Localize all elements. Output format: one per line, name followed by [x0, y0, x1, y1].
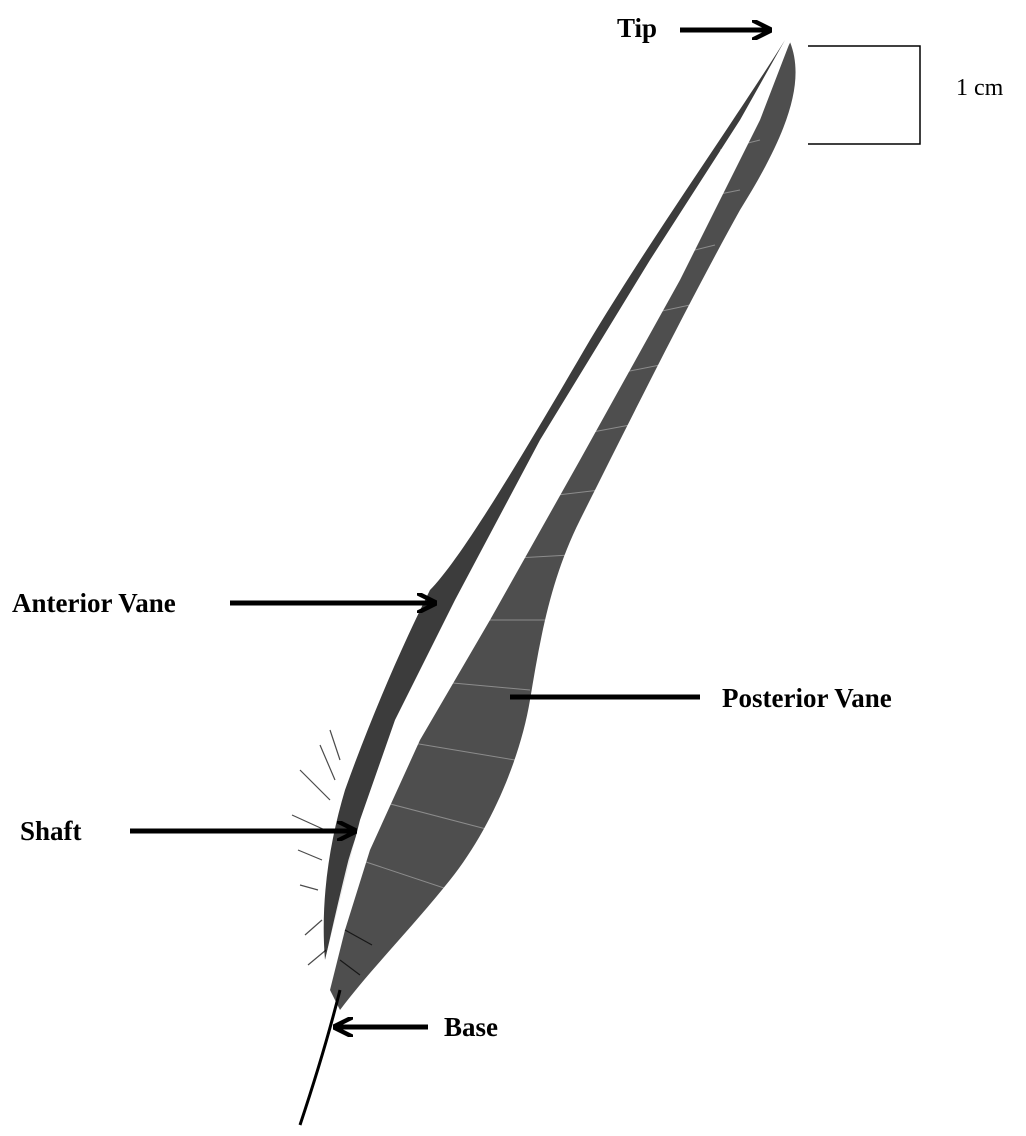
- shaft-label: Shaft: [20, 818, 82, 845]
- scale-bar: [808, 46, 920, 144]
- posterior-vane: [330, 42, 796, 1010]
- scale-bar-label: 1 cm: [956, 76, 1003, 100]
- posterior-vane-label: Posterior Vane: [722, 685, 892, 712]
- base-label: Base: [444, 1014, 498, 1041]
- feather-illustration: [292, 40, 796, 1125]
- tip-label: Tip: [617, 15, 657, 42]
- anterior-vane-label: Anterior Vane: [12, 590, 176, 617]
